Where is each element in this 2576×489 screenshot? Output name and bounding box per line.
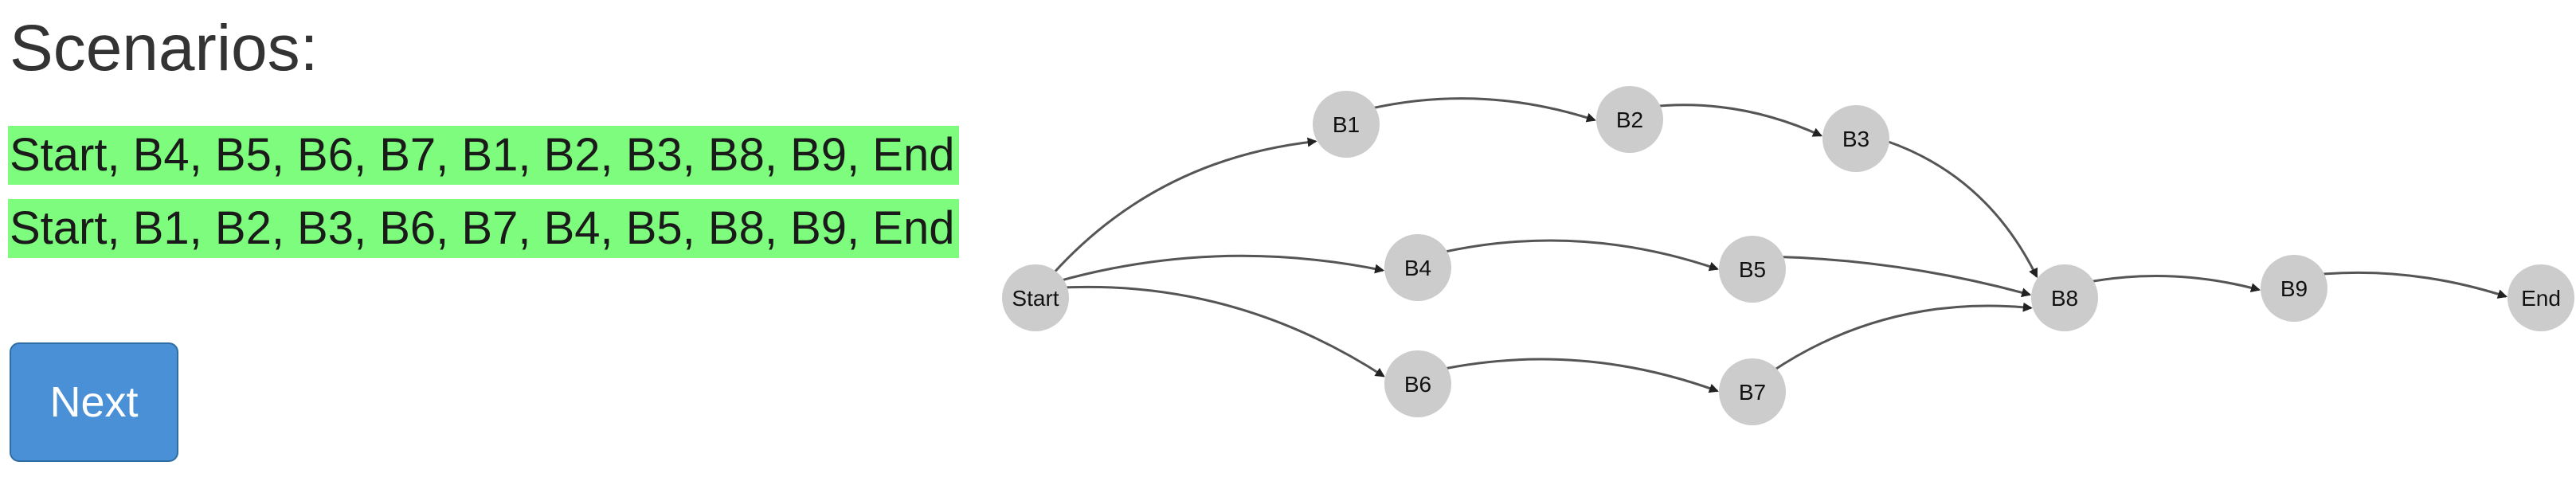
node-b1: B1	[1313, 91, 1380, 158]
node-b7: B7	[1719, 358, 1786, 425]
edge-b3-b8	[1871, 135, 2038, 279]
scenario-item: Start, B4, B5, B6, B7, B1, B2, B3, B8, B…	[8, 126, 960, 185]
node-b2: B2	[1596, 86, 1663, 153]
node-circle	[1384, 234, 1451, 301]
edge-start-b4	[1055, 254, 1385, 284]
node-label: B2	[1616, 108, 1643, 132]
node-circle	[2507, 264, 2574, 331]
node-label: B5	[1739, 257, 1766, 282]
node-circle	[2261, 255, 2327, 322]
node-label: Start	[1012, 286, 1059, 311]
edge-b8-b9	[2084, 275, 2261, 293]
node-circle	[1002, 264, 1069, 331]
node-b4: B4	[1384, 234, 1451, 301]
node-start: Start	[1002, 264, 1069, 331]
edge-b9-end	[2314, 271, 2507, 299]
edge-b5-b8	[1772, 255, 2032, 298]
node-circle	[1596, 86, 1663, 153]
node-label: End	[2521, 286, 2561, 311]
node-circle	[2031, 264, 2098, 331]
edge-b4-b5	[1437, 239, 1719, 272]
node-b5: B5	[1719, 236, 1786, 303]
node-label: B1	[1333, 112, 1360, 137]
node-b3: B3	[1822, 105, 1889, 172]
node-b9: B9	[2261, 255, 2327, 322]
node-b8: B8	[2031, 264, 2098, 331]
node-label: B3	[1842, 127, 1869, 151]
node-b6: B6	[1384, 350, 1451, 417]
node-circle	[1719, 236, 1786, 303]
node-label: B9	[2280, 276, 2308, 301]
node-label: B4	[1404, 256, 1431, 280]
scenario-item: Start, B1, B2, B3, B6, B7, B4, B5, B8, B…	[8, 199, 960, 258]
edge-start-b1	[1051, 137, 1317, 275]
node-label: B8	[2051, 286, 2078, 311]
node-end: End	[2507, 264, 2574, 331]
edge-start-b6	[1055, 285, 1385, 378]
node-label: B7	[1739, 380, 1766, 405]
node-circle	[1719, 358, 1786, 425]
node-label: B6	[1404, 372, 1431, 397]
edge-b7-b8	[1771, 302, 2033, 373]
edge-b6-b7	[1437, 358, 1719, 393]
edge-b1-b2	[1365, 97, 1596, 123]
node-circle	[1384, 350, 1451, 417]
next-button[interactable]: Next	[10, 342, 178, 462]
edge-b2-b3	[1649, 104, 1822, 137]
node-circle	[1822, 105, 1889, 172]
page-title: Scenarios:	[10, 12, 319, 84]
node-circle	[1313, 91, 1380, 158]
